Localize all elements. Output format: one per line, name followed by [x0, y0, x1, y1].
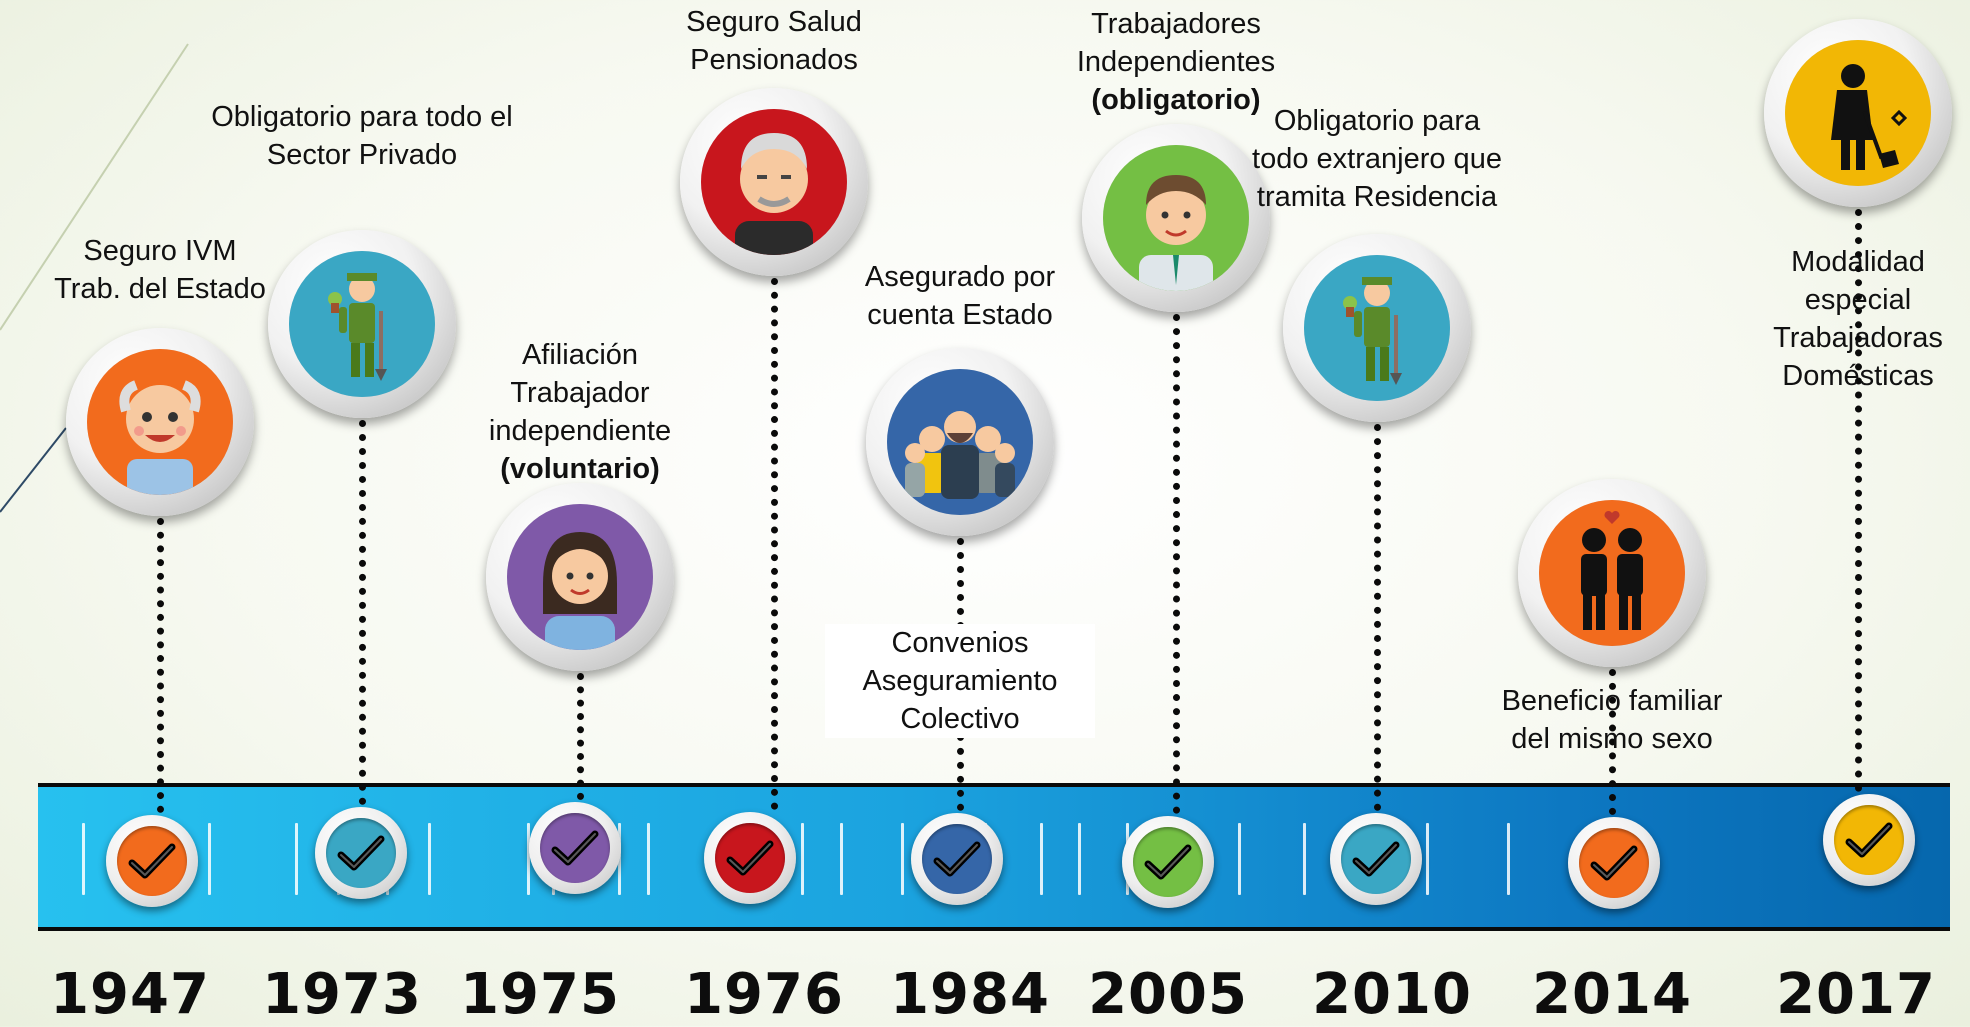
check-icon [315, 807, 407, 899]
label-line: cuenta Estado [867, 299, 1053, 331]
dotted-connector [577, 673, 584, 800]
timeline-tick [647, 823, 650, 895]
label-line: del mismo sexo [1511, 723, 1713, 755]
label-line: tramita Residencia [1256, 181, 1498, 213]
label-emphasis: (voluntario) [500, 453, 660, 485]
label-line: Seguro IVM [83, 235, 237, 267]
check-icon [911, 813, 1003, 905]
label-line: Seguro Salud [686, 6, 862, 38]
year-label: 1975 [460, 962, 620, 1027]
label-line: Colectivo [900, 703, 1020, 735]
timeline-tick [1078, 823, 1081, 895]
label-line: Trabajadores [1091, 8, 1261, 40]
label-line: Modalidad [1791, 246, 1925, 278]
milestone-label: Obligatorio para todo extranjero que trami… [1217, 102, 1537, 216]
gardener-icon [1283, 234, 1471, 422]
timeline-tick [1426, 823, 1429, 895]
dotted-connector [157, 518, 164, 813]
check-icon [1330, 813, 1422, 905]
timeline-tick [901, 823, 904, 895]
check-icon [704, 812, 796, 904]
check-icon [106, 815, 198, 907]
timeline-tick [1040, 823, 1043, 895]
domestic-worker-icon [1764, 19, 1952, 207]
group-icon [866, 348, 1054, 536]
label-line: Pensionados [690, 44, 858, 76]
timeline-tick [1507, 823, 1510, 895]
dotted-connector [1855, 209, 1862, 792]
timeline-tick [295, 823, 298, 895]
milestone-label: Asegurado por cuenta Estado [800, 258, 1120, 334]
year-label: 2005 [1088, 962, 1248, 1027]
check-icon [529, 802, 621, 894]
label-line: Sector Privado [266, 139, 458, 171]
label-line: Asegurado por [864, 261, 1056, 293]
businessman-icon [1082, 124, 1270, 312]
label-line: Beneficio familiar [1501, 685, 1723, 717]
year-label: 2010 [1312, 962, 1472, 1027]
dotted-connector [1374, 424, 1381, 811]
label-line: independiente [488, 415, 672, 447]
timeline-tick [1303, 823, 1306, 895]
label-line: Aseguramiento [862, 665, 1058, 697]
same-sex-couple-icon [1518, 479, 1706, 667]
check-icon [1823, 794, 1915, 886]
dotted-connector [771, 278, 778, 810]
label-line: Convenios [891, 627, 1029, 659]
milestone-label: Beneficio familiar del mismo sexo [1452, 682, 1772, 758]
label-line: Trabajador [510, 377, 650, 409]
dotted-connector [1173, 314, 1180, 814]
elderly-man-icon [66, 328, 254, 516]
timeline-tick [840, 823, 843, 895]
timeline-tick [428, 823, 431, 895]
label-line: Independientes [1076, 46, 1276, 78]
label-line: Obligatorio para todo el [211, 101, 513, 133]
label-line: Obligatorio para [1273, 105, 1481, 137]
woman-icon [486, 483, 674, 671]
label-line: todo extranjero que [1252, 143, 1502, 175]
label-line: Trabajadoras [1773, 322, 1943, 354]
year-label: 1947 [50, 962, 210, 1027]
label-line: Trab. del Estado [54, 273, 266, 305]
timeline-tick [527, 823, 530, 895]
dotted-connector [1609, 669, 1616, 815]
milestone-label: Seguro IVM Trab. del Estado [0, 232, 320, 308]
timeline-tick [208, 823, 211, 895]
timeline-tick [1238, 823, 1241, 895]
old-man-icon [680, 88, 868, 276]
label-line: Afiliación [521, 339, 639, 371]
label-emphasis: (obligatorio) [1091, 84, 1261, 116]
year-label: 1976 [684, 962, 844, 1027]
dotted-connector [359, 420, 366, 805]
milestone-label: Obligatorio para todo el Sector Privado [202, 98, 522, 174]
year-label: 2014 [1532, 962, 1692, 1027]
check-icon [1122, 816, 1214, 908]
year-label: 1984 [890, 962, 1050, 1027]
timeline-tick [82, 823, 85, 895]
year-label: 1973 [262, 962, 422, 1027]
label-line: Domésticas [1782, 360, 1934, 392]
gardener-icon [268, 230, 456, 418]
check-icon [1568, 817, 1660, 909]
year-label: 2017 [1776, 962, 1936, 1027]
label-line: especial [1804, 284, 1912, 316]
timeline-tick [801, 823, 804, 895]
